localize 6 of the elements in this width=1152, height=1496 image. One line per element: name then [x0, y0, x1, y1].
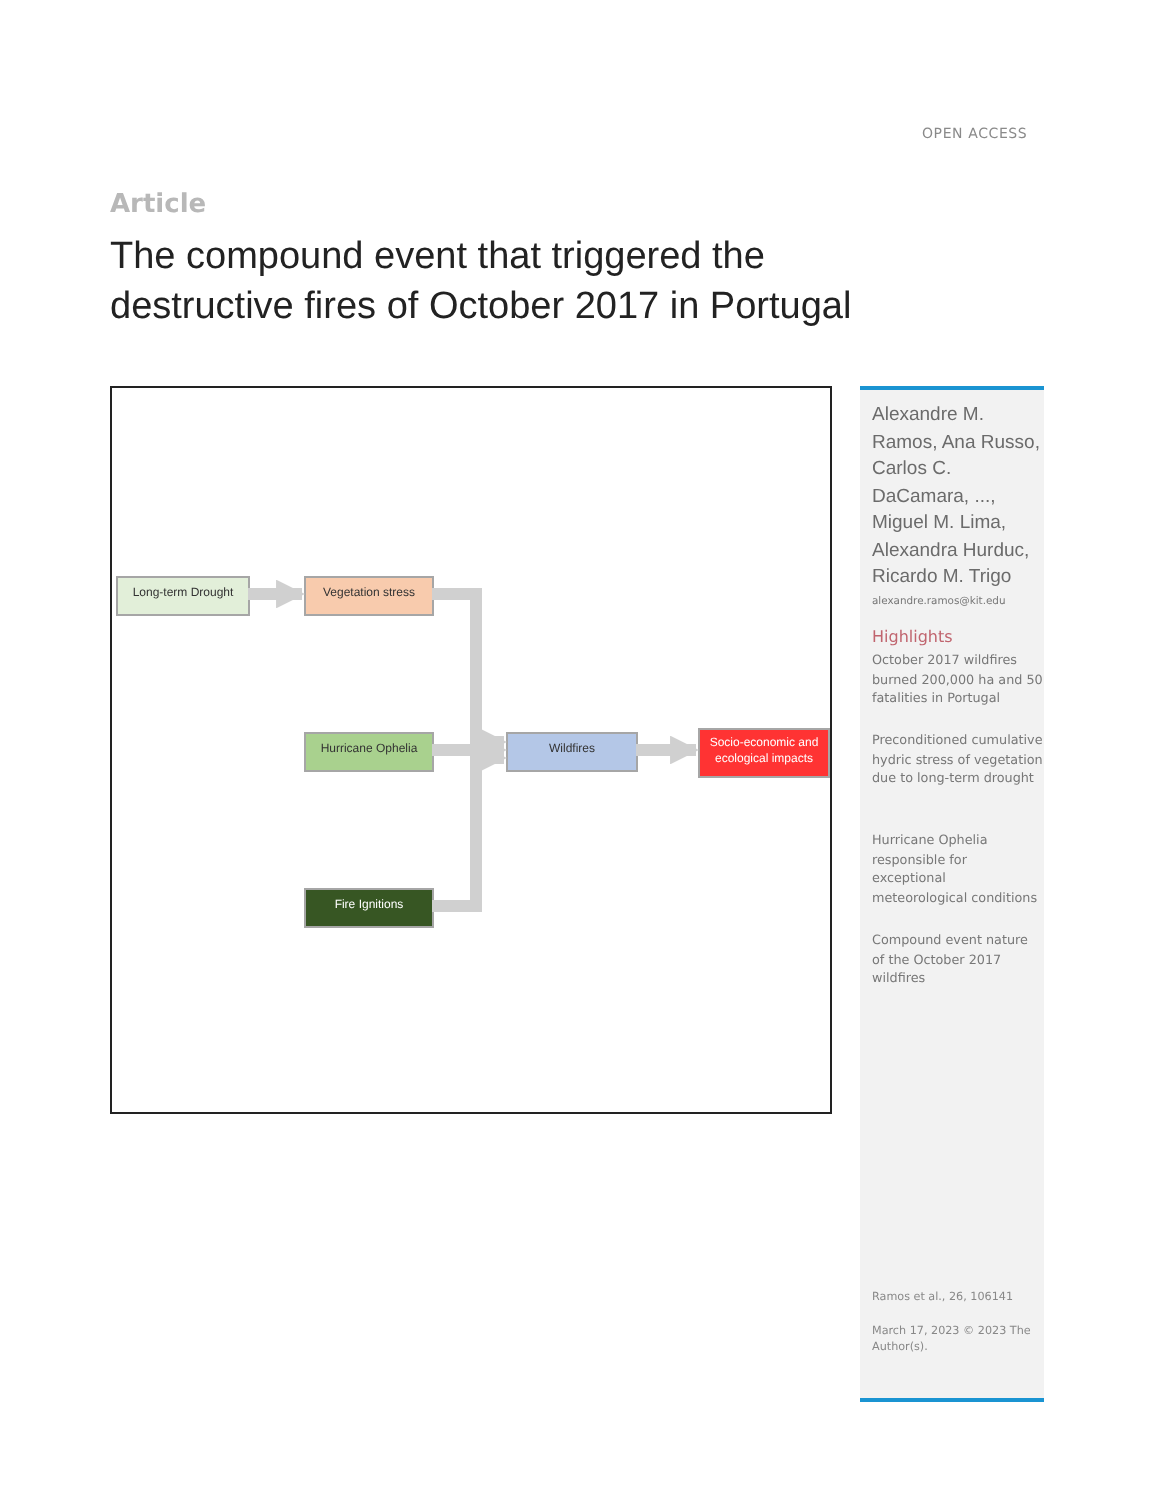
- page-title: The compound event that triggered the destructive fires of October 2017 in Portugal: [110, 234, 854, 332]
- article-type-label: Article: [110, 190, 207, 220]
- section-heading: Highlights: [872, 628, 953, 646]
- arrow: [636, 735, 699, 765]
- author-list: Alexandre M. Ramos, Ana Russo, Carlos C. DaCamara, ..., Miguel M. Lima, Alexandra Hurduc, Ricardo M. Trigo: [872, 402, 1044, 591]
- arrow: [248, 579, 305, 609]
